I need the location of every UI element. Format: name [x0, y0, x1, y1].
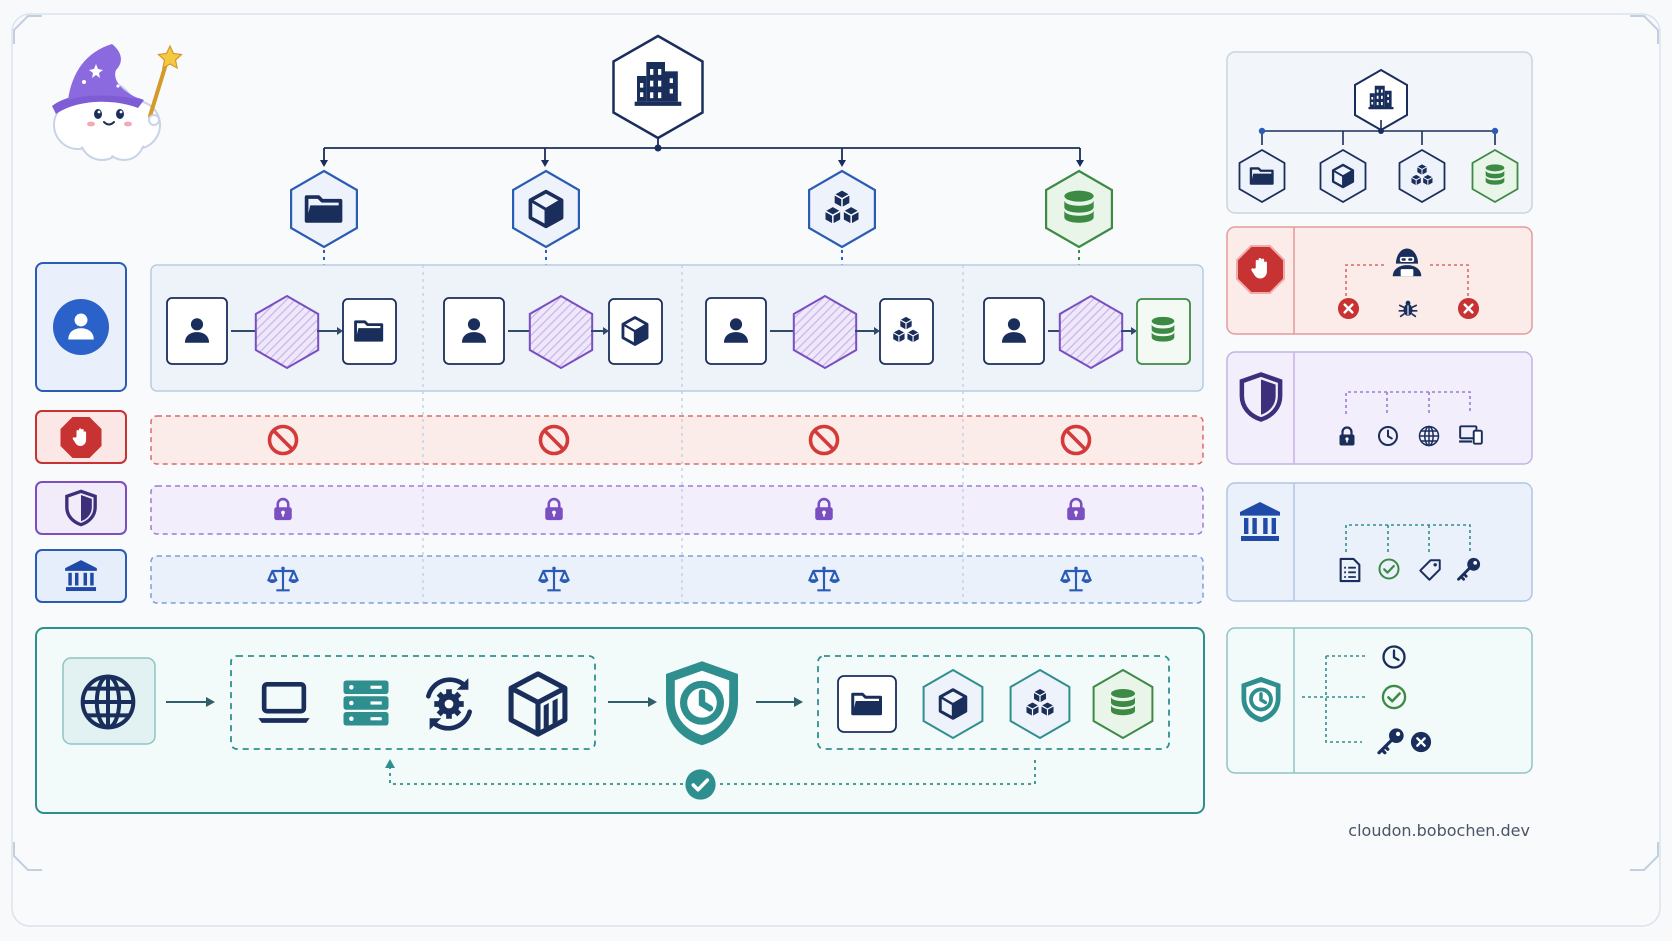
access-chain — [705, 294, 934, 370]
deny-x-icon — [1337, 297, 1360, 320]
globe-icon — [1418, 425, 1440, 447]
wizard-cloud-mascot-icon — [52, 44, 183, 161]
legend-branch-node — [1238, 148, 1286, 204]
legend-deny-panel — [1226, 226, 1533, 335]
access-chain — [166, 294, 397, 370]
check-circle-icon — [684, 768, 717, 801]
branch-node — [290, 169, 358, 249]
site-url: cloudon.bobochen.dev — [1348, 821, 1530, 840]
access-flow-panel — [35, 627, 1205, 814]
legend-hierarchy-panel — [1226, 51, 1533, 214]
branch-node — [1044, 169, 1114, 249]
branch-node — [511, 169, 581, 249]
legend-governance-panel — [1226, 482, 1533, 602]
column-dividers — [422, 265, 964, 603]
server-icon — [343, 680, 389, 726]
database-icon — [1111, 689, 1135, 716]
role-hexagon-icon — [254, 294, 320, 370]
corner-brackets — [13, 15, 1659, 871]
branch-node — [807, 169, 877, 249]
flow-target — [837, 675, 897, 733]
legend-branch-node — [1398, 148, 1446, 204]
row-side-user — [35, 262, 127, 392]
access-chain — [983, 294, 1191, 370]
database-icon — [1064, 190, 1094, 223]
resource-icon — [879, 298, 934, 365]
row-side-shield — [35, 481, 127, 535]
database-icon — [1151, 316, 1175, 342]
database-icon — [1485, 164, 1505, 185]
row-side-bank — [35, 549, 127, 603]
flow-target — [1009, 668, 1071, 740]
deny-x-icon — [1457, 297, 1480, 320]
globe-icon — [80, 674, 136, 730]
access-chain — [443, 294, 663, 370]
legend-branch-node — [1319, 148, 1367, 204]
row-side-stop — [35, 410, 127, 464]
role-hexagon-icon — [528, 294, 594, 370]
flow-target — [1092, 668, 1154, 740]
legend-branch-node — [1471, 148, 1519, 204]
legend-boundary-panel — [1226, 351, 1533, 465]
deny-x-icon — [1410, 731, 1432, 753]
role-hexagon-icon — [792, 294, 858, 370]
role-hexagon-icon — [1058, 294, 1124, 370]
legend-temporary-access-panel — [1226, 627, 1533, 774]
row-bands — [150, 264, 1204, 604]
tree-arrowheads — [320, 144, 1084, 167]
flow-target — [922, 668, 984, 740]
